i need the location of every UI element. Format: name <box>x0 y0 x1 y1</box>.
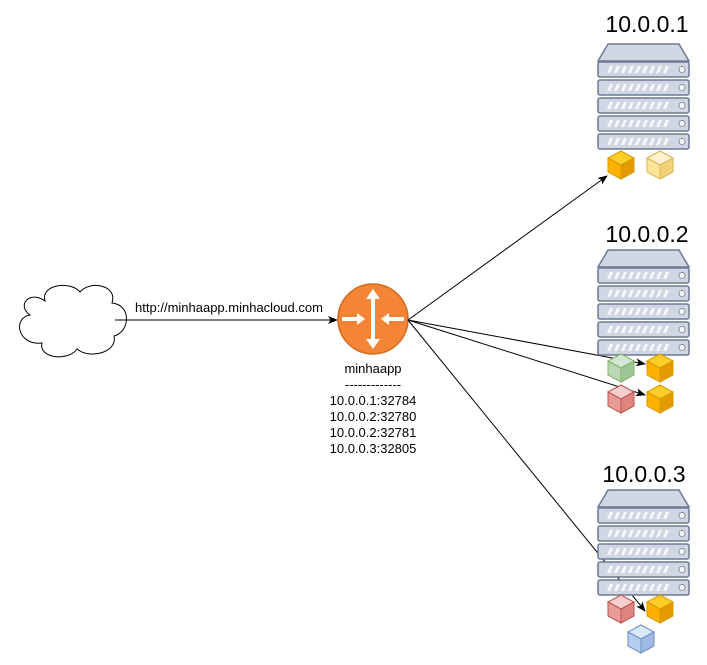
cloud-icon <box>19 284 127 358</box>
container-cube-icon <box>645 150 675 180</box>
route-arrow <box>407 319 646 367</box>
route-entry: 10.0.0.2:32781 <box>330 425 417 440</box>
route-entry: 10.0.0.3:32805 <box>330 441 417 456</box>
route-arrow <box>407 175 608 321</box>
container-cube-icon <box>606 150 636 180</box>
router-name: minhaapp <box>344 361 401 376</box>
route-entry: 10.0.0.1:32784 <box>330 393 417 408</box>
container-cube-icon <box>645 353 675 383</box>
host-title: 10.0.0.3 <box>602 461 685 487</box>
container-cube-icon <box>606 384 636 414</box>
container-cube-icon <box>606 353 636 383</box>
server-rack-icon <box>596 43 691 150</box>
host-containers <box>606 150 675 654</box>
host-title: 10.0.0.1 <box>605 11 688 37</box>
host-title: 10.0.0.2 <box>605 221 688 247</box>
router-icon[interactable] <box>337 283 409 355</box>
container-cube-icon <box>645 594 675 624</box>
container-cube-icon <box>606 594 636 624</box>
router-separator: ------------- <box>345 377 401 392</box>
container-cube-icon <box>626 624 656 654</box>
server-rack-icon <box>596 489 691 596</box>
route-arrow <box>407 319 646 397</box>
route-entry: 10.0.0.2:32780 <box>330 409 417 424</box>
client-url-label: http://minhaapp.minhacloud.com <box>135 300 323 315</box>
container-cube-icon <box>645 384 675 414</box>
server-rack-icon <box>596 249 691 356</box>
